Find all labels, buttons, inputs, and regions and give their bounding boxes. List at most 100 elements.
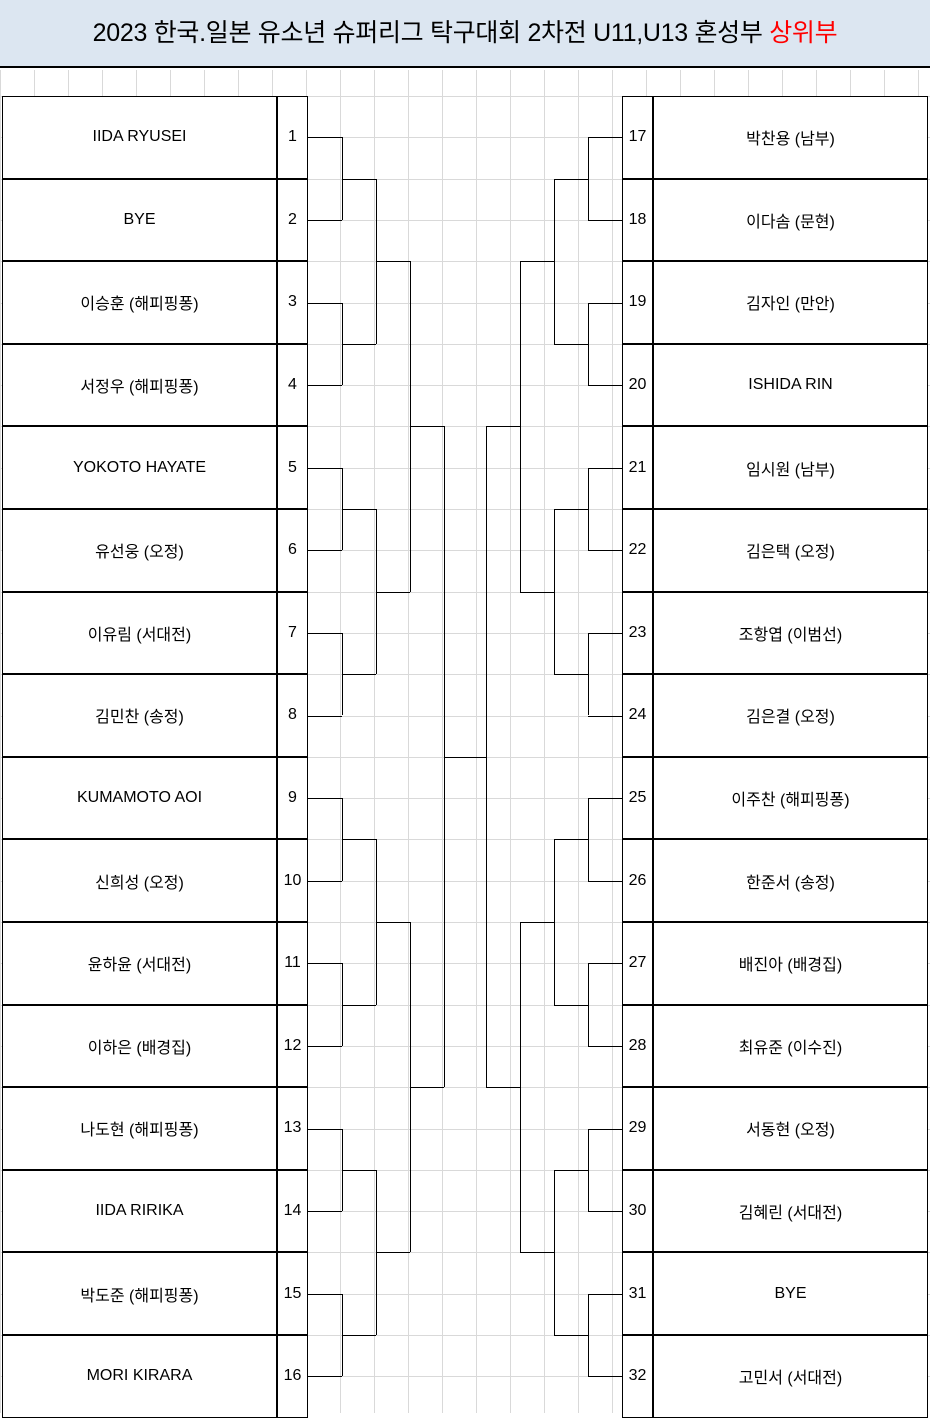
- seed-number-cell: 15: [277, 1252, 308, 1335]
- spreadsheet-grid: [0, 70, 930, 1413]
- grid-line-horizontal: [0, 1169, 930, 1171]
- seed-number-cell: 17: [622, 96, 653, 179]
- seed-number-cell: 3: [277, 261, 308, 344]
- bracket-connector-horizontal: [308, 963, 342, 965]
- seed-number-cell: 4: [277, 343, 308, 427]
- bracket-connector-horizontal: [554, 1004, 588, 1006]
- grid-line-horizontal: [0, 426, 930, 428]
- bracket-connector-horizontal: [376, 591, 410, 593]
- grid-line-horizontal: [0, 1087, 930, 1089]
- grid-line-vertical: [578, 70, 579, 1413]
- bracket-connector-vertical: [588, 1128, 589, 1212]
- bracket-connector-horizontal: [588, 715, 622, 717]
- bracket-connector-horizontal: [308, 798, 342, 800]
- bracket-connector-horizontal: [588, 302, 622, 304]
- bracket-connector-vertical: [520, 922, 521, 1253]
- seed-number-cell: 26: [622, 839, 653, 922]
- bracket-connector-horizontal: [554, 674, 588, 676]
- player-name-cell: 최유준 (이수진): [653, 1004, 928, 1088]
- seed-number-cell: 6: [277, 509, 308, 592]
- bracket-connector-horizontal: [308, 880, 342, 882]
- seed-number-cell: 23: [622, 591, 653, 675]
- grid-line-horizontal: [0, 302, 930, 304]
- grid-line-horizontal: [0, 591, 930, 593]
- grid-line-horizontal: [0, 1045, 930, 1047]
- bracket-connector-horizontal: [308, 632, 342, 634]
- bracket-connector-horizontal: [554, 178, 588, 180]
- grid-line-horizontal: [0, 798, 930, 800]
- bracket-connector-horizontal: [588, 1211, 622, 1213]
- bracket-connector-horizontal: [342, 674, 376, 676]
- bracket-connector-horizontal: [376, 922, 410, 923]
- player-name-cell: 김자인 (만안): [653, 261, 928, 344]
- bracket-connector-vertical: [588, 302, 589, 386]
- seed-number-cell: 16: [277, 1335, 308, 1418]
- player-name-cell: 김은결 (오정): [653, 674, 928, 757]
- seed-number-cell: 21: [622, 426, 653, 509]
- page-title: 2023 한국.일본 유소년 슈퍼리그 탁구대회 2차전 U11,U13 혼성부…: [89, 17, 842, 50]
- bracket-connector-horizontal: [308, 137, 342, 139]
- grid-line-horizontal: [0, 674, 930, 676]
- player-name-cell: BYE: [2, 178, 277, 262]
- seed-number-cell: 24: [622, 674, 653, 757]
- bracket-connector-vertical: [554, 1169, 555, 1335]
- bracket-connector-vertical: [444, 426, 445, 1088]
- bracket-connector-horizontal: [588, 963, 622, 965]
- grid-line-horizontal: [0, 963, 930, 965]
- player-name-cell: 조항엽 (이범선): [653, 591, 928, 675]
- bracket-connector-horizontal: [588, 385, 622, 387]
- grid-line-horizontal: [0, 178, 930, 180]
- grid-line-vertical: [476, 70, 477, 1413]
- bracket-connector-horizontal: [486, 1087, 520, 1089]
- grid-line-horizontal: [0, 467, 930, 469]
- bracket-connector-horizontal: [554, 1169, 588, 1171]
- grid-line-horizontal: [0, 1293, 930, 1295]
- grid-line-horizontal: [0, 922, 930, 923]
- player-name-cell: IIDA RIRIKA: [2, 1169, 277, 1253]
- bracket-connector-horizontal: [588, 1045, 622, 1047]
- seed-number-cell: 2: [277, 178, 308, 262]
- seed-number-cell: 18: [622, 178, 653, 262]
- grid-line-vertical: [0, 70, 1, 1413]
- player-name-cell: 이승훈 (해피핑퐁): [2, 261, 277, 344]
- grid-line-horizontal: [0, 632, 930, 634]
- player-name-cell: 신희성 (오정): [2, 839, 277, 922]
- grid-line-horizontal: [0, 1252, 930, 1254]
- bracket-connector-horizontal: [410, 426, 444, 428]
- bracket-connector-vertical: [588, 798, 589, 881]
- player-name-cell: 이주찬 (해피핑퐁): [653, 756, 928, 840]
- grid-line-horizontal: [0, 509, 930, 510]
- player-name-cell: 유선웅 (오정): [2, 509, 277, 592]
- bracket-connector-horizontal: [554, 1335, 588, 1336]
- player-name-cell: 김혜린 (서대전): [653, 1169, 928, 1253]
- grid-line-horizontal: [0, 1376, 930, 1378]
- bracket-connector-horizontal: [308, 1128, 342, 1130]
- bracket-connector-horizontal: [342, 343, 376, 345]
- player-name-cell: 서동현 (오정): [653, 1087, 928, 1170]
- seed-number-cell: 11: [277, 922, 308, 1005]
- bracket-connector-horizontal: [588, 219, 622, 221]
- bracket-connector-horizontal: [308, 467, 342, 469]
- seed-number-cell: 25: [622, 756, 653, 840]
- player-name-cell: YOKOTO HAYATE: [2, 426, 277, 509]
- grid-line-horizontal: [0, 96, 930, 97]
- player-name-cell: 서정우 (해피핑퐁): [2, 343, 277, 427]
- player-name-cell: 임시원 (남부): [653, 426, 928, 509]
- bracket-connector-horizontal: [308, 219, 342, 221]
- bracket-connector-horizontal: [520, 261, 554, 263]
- seed-number-cell: 30: [622, 1169, 653, 1253]
- bracket-connector-vertical: [520, 261, 521, 592]
- grid-line-horizontal: [0, 1128, 930, 1130]
- bracket-connector-horizontal: [342, 839, 376, 841]
- seed-number-cell: 31: [622, 1252, 653, 1335]
- player-name-cell: 이유림 (서대전): [2, 591, 277, 675]
- bracket-connector-vertical: [486, 426, 487, 1088]
- bracket-connector-vertical: [554, 509, 555, 675]
- grid-line-horizontal: [0, 385, 930, 387]
- bracket-connector-vertical: [588, 467, 589, 551]
- bracket-connector-vertical: [554, 839, 555, 1005]
- title-main-text: 2023 한국.일본 유소년 슈퍼리그 탁구대회 2차전 U11,U13 혼성부: [92, 18, 770, 47]
- bracket-connector-horizontal: [588, 1128, 622, 1130]
- seed-number-cell: 10: [277, 839, 308, 922]
- bracket-connector-horizontal: [410, 1087, 444, 1089]
